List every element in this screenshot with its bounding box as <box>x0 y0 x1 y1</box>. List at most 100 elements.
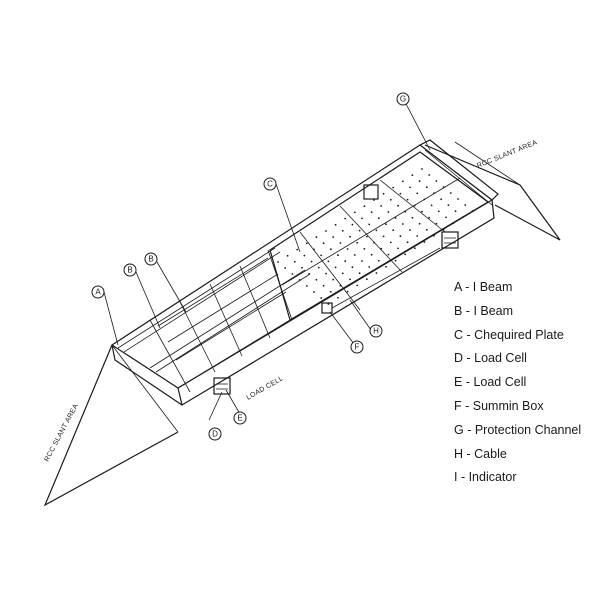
plate-dot <box>320 297 323 299</box>
plate-dot <box>449 192 452 194</box>
plate-dot <box>411 174 414 177</box>
legend-item-f: F - Summin Box <box>454 398 544 413</box>
plate-dot <box>341 229 344 232</box>
plate-dot <box>442 228 445 231</box>
plate-dot <box>370 253 373 256</box>
plate-dot <box>317 266 320 269</box>
plate-dot <box>389 241 392 244</box>
plate-dot <box>327 260 330 263</box>
plate-dot <box>334 266 337 269</box>
plate-dot <box>293 260 296 263</box>
plate-dot <box>349 278 351 281</box>
plate-dot <box>329 290 332 293</box>
plate-dot <box>464 204 467 206</box>
plate-dot <box>291 273 294 275</box>
legend-item-b: B - I Beam <box>454 303 514 318</box>
plate-dot <box>368 223 371 226</box>
plate-dot <box>409 229 411 231</box>
plate-dot <box>370 211 373 214</box>
plate-dot <box>399 235 402 238</box>
plate-dot <box>375 272 378 274</box>
legend-item-d: D - Load Cell <box>454 351 527 366</box>
legend-item-c: C - Chequired Plate <box>454 327 564 342</box>
plate-dot <box>341 272 344 275</box>
plate-dot <box>394 217 397 219</box>
summing-box <box>321 302 333 314</box>
plate-dot <box>399 192 402 195</box>
callout-g: G <box>396 92 410 106</box>
plate-dot <box>363 247 366 250</box>
plate-dot <box>387 211 390 213</box>
plate-dot <box>430 204 433 207</box>
plate-dot <box>380 247 383 250</box>
load-cell-rear <box>441 231 459 249</box>
plate-dot <box>353 254 356 256</box>
plate-dot <box>452 222 455 225</box>
plate-dot <box>413 204 416 207</box>
weighbridge-platform <box>110 139 499 406</box>
plate-dot <box>356 241 359 244</box>
plate-dot <box>423 241 426 243</box>
plate-dot <box>404 253 407 256</box>
plate-dot <box>406 241 409 244</box>
callout-b1: B <box>123 263 137 277</box>
plate-dot <box>301 266 303 269</box>
plate-dot <box>471 210 474 212</box>
plate-dot <box>373 241 375 244</box>
plate-dot <box>397 247 399 250</box>
plate-dot <box>365 235 368 238</box>
plate-dot <box>325 272 327 275</box>
plate-dot <box>363 205 366 208</box>
plate-dot <box>313 291 315 293</box>
plate-dot <box>435 180 438 182</box>
plate-dot <box>377 259 380 262</box>
load-cell-top <box>363 184 379 200</box>
callout-d: D <box>208 427 222 441</box>
plate-dot <box>339 242 342 244</box>
plate-dot <box>358 229 361 232</box>
plate-dot <box>286 254 289 257</box>
plate-dot <box>337 296 339 299</box>
plate-dot <box>385 265 387 268</box>
plate-dot <box>361 260 363 262</box>
plate-dot <box>447 204 450 207</box>
plate-dot <box>425 186 428 189</box>
plate-dot <box>365 278 368 281</box>
plate-dot <box>377 217 380 220</box>
plate-dot <box>346 290 349 293</box>
plate-dot <box>332 278 335 281</box>
legend: A - I Beam B - I Beam C - Chequired Plat… <box>454 276 600 490</box>
plate-dot <box>442 186 445 188</box>
callout-a: A <box>91 285 105 299</box>
plate-dot <box>305 242 308 245</box>
plate-dot <box>303 254 306 257</box>
plate-dot <box>284 267 287 269</box>
plate-dot <box>382 235 385 238</box>
callout-f: F <box>350 340 364 354</box>
plate-dot <box>411 216 414 219</box>
plate-dot <box>320 254 323 257</box>
plate-dot <box>375 229 378 232</box>
plate-dot <box>349 235 351 238</box>
left-rcc-slant-area: RCC SLANT AREA <box>44 344 179 507</box>
plate-dot <box>421 210 423 213</box>
plate-dot <box>401 180 404 183</box>
plate-dot <box>428 216 431 219</box>
legend-item-e: E - Load Cell <box>454 375 527 390</box>
plate-dot <box>358 272 361 275</box>
beam-grid <box>117 247 311 393</box>
plate-dot <box>404 210 407 213</box>
plate-dot <box>428 174 431 176</box>
plate-dot <box>437 210 440 213</box>
plate-dot <box>435 222 438 225</box>
svg-text:B: B <box>148 255 153 264</box>
plate-dot <box>322 284 325 287</box>
plate-dot <box>433 192 435 195</box>
plate-dot <box>296 248 299 251</box>
svg-text:D: D <box>212 430 218 439</box>
plate-dot <box>329 248 332 251</box>
plate-dot <box>425 228 428 231</box>
plate-dot <box>445 216 447 219</box>
svg-text:F: F <box>355 343 360 352</box>
